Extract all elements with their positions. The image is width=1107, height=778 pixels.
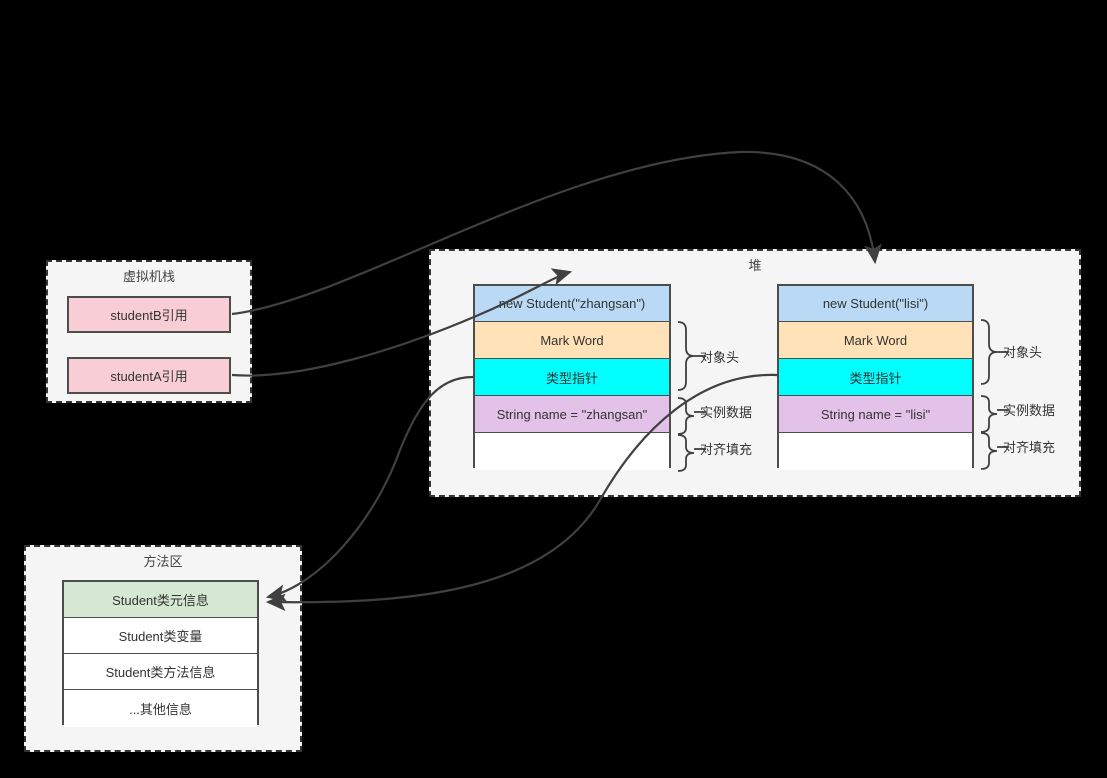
- heap-object-lisi-row-mark-word: Mark Word: [779, 322, 972, 359]
- method-area-row-class-methods[interactable]: Student类方法信息: [64, 654, 257, 690]
- heap-object-zhangsan-header: new Student("zhangsan"): [475, 286, 669, 322]
- heap-object-lisi-annotation-padding: 对齐填充: [1003, 440, 1056, 455]
- region-vm-stack-title: 虚拟机栈: [122, 269, 175, 284]
- method-area-row-other-info[interactable]: ...其他信息: [64, 690, 257, 727]
- heap-object-lisi-header: new Student("lisi"): [779, 286, 972, 322]
- heap-object-zhangsan-annotation-instance-data: 实例数据: [700, 405, 753, 420]
- heap-object-lisi-row-type-pointer: 类型指针: [779, 359, 972, 396]
- heap-object-zhangsan-row-type-pointer: 类型指针: [475, 359, 669, 396]
- heap-object-lisi-row-padding: [779, 433, 972, 470]
- heap-object-zhangsan-annotation-padding: 对齐填充: [700, 442, 753, 457]
- stack-ref-studentB-label: studentB引用: [110, 308, 188, 323]
- heap-object-zhangsan-row-mark-word: Mark Word: [475, 322, 669, 359]
- method-area-table: Student类元信息 Student类变量 Student类方法信息 ...其…: [62, 580, 259, 727]
- stack-ref-studentA-label: studentA引用: [110, 369, 188, 384]
- heap-object-zhangsan-row-instance-data: String name = "zhangsan": [475, 396, 669, 433]
- heap-object-lisi-annotation-instance-data: 实例数据: [1003, 403, 1056, 418]
- stack-ref-studentA[interactable]: studentA引用: [67, 357, 231, 394]
- region-method-area-title: 方法区: [143, 554, 183, 569]
- heap-object-lisi: new Student("lisi") Mark Word 类型指针 Strin…: [777, 284, 974, 470]
- heap-object-zhangsan-annotation-object-header: 对象头: [700, 350, 740, 365]
- heap-object-zhangsan: new Student("zhangsan") Mark Word 类型指针 S…: [473, 284, 671, 470]
- region-heap-title: 堆: [748, 258, 762, 273]
- method-area-row-class-metadata[interactable]: Student类元信息: [64, 582, 257, 618]
- heap-object-lisi-annotation-object-header: 对象头: [1003, 345, 1043, 360]
- heap-object-lisi-row-instance-data: String name = "lisi": [779, 396, 972, 433]
- heap-object-zhangsan-row-padding: [475, 433, 669, 470]
- stack-ref-studentB[interactable]: studentB引用: [67, 296, 231, 333]
- method-area-row-class-variables[interactable]: Student类变量: [64, 618, 257, 654]
